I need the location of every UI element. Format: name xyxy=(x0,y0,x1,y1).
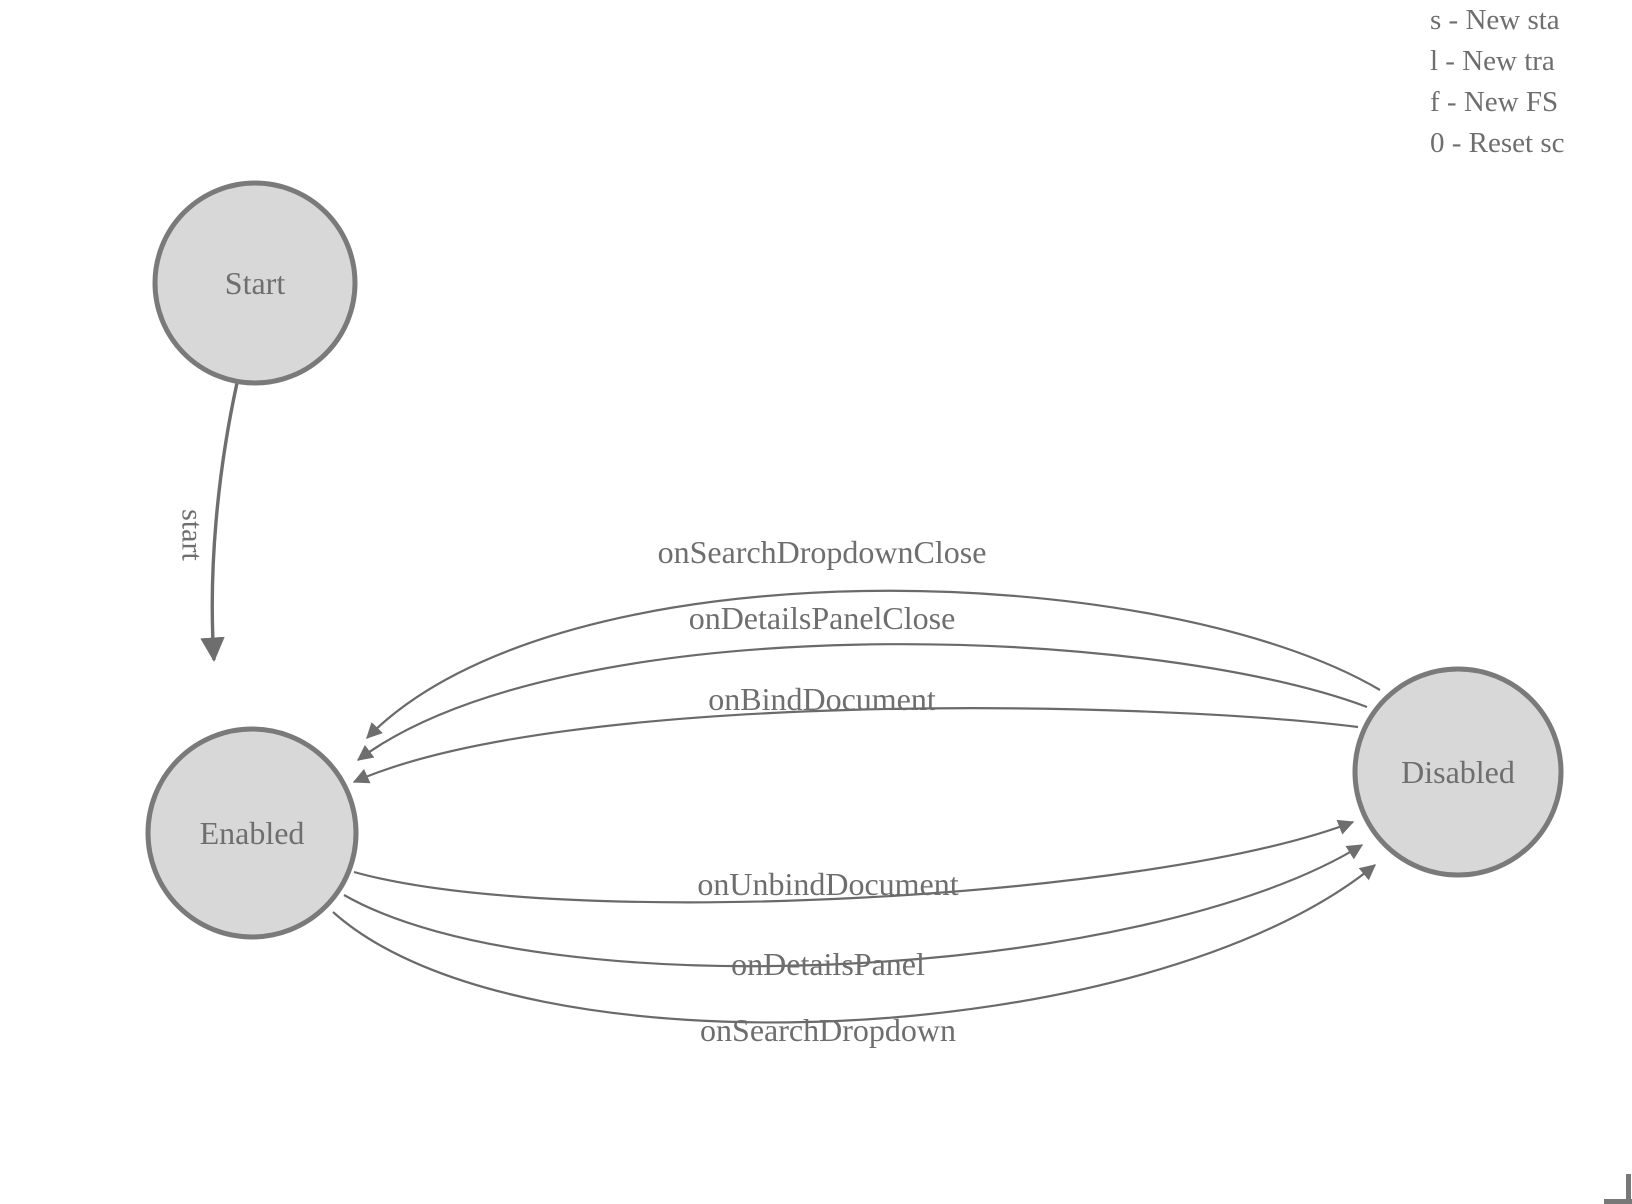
transition-label-ondetailspanel[interactable]: onDetailsPanel xyxy=(731,946,925,982)
state-circle-disabled[interactable] xyxy=(1352,666,1564,878)
state-label-start: Start xyxy=(225,265,286,301)
transition-label-start[interactable]: start xyxy=(176,509,209,561)
edge-enabled-to-disabled-searchdropdown[interactable] xyxy=(332,864,1376,1024)
transition-label-onsearchdropdown[interactable]: onSearchDropdown xyxy=(700,1012,956,1048)
state-node-disabled[interactable]: Disabled xyxy=(1352,666,1564,878)
transition-label-onunbinddocument[interactable]: onUnbindDocument xyxy=(697,866,958,902)
scrollbar-corner[interactable] xyxy=(1604,1174,1632,1204)
state-node-enabled[interactable]: Enabled xyxy=(145,726,359,940)
transition-labels-layer: start onSearchDropdownClose onDetailsPan… xyxy=(176,509,987,1048)
states-layer: Start Enabled Disabled xyxy=(145,180,1564,940)
state-circle-enabled[interactable] xyxy=(145,726,359,940)
edge-disabled-to-enabled-detailspanelclose[interactable] xyxy=(356,643,1368,761)
horizontal-scrollbar-tick[interactable] xyxy=(1604,1199,1632,1204)
state-node-start[interactable]: Start xyxy=(152,180,358,386)
edges-layer xyxy=(200,382,1381,1024)
edge-enabled-to-disabled-detailspanel[interactable] xyxy=(343,844,1364,968)
edge-enabled-to-disabled-unbinddocument[interactable] xyxy=(353,819,1355,904)
state-label-disabled: Disabled xyxy=(1401,754,1515,790)
transition-label-onbinddocument[interactable]: onBindDocument xyxy=(708,681,936,717)
edge-start-to-enabled[interactable] xyxy=(200,382,239,662)
transition-label-ondetailspanelclose[interactable]: onDetailsPanelClose xyxy=(689,600,956,636)
edge-disabled-to-enabled-searchdropdownclose[interactable] xyxy=(366,589,1381,739)
vertical-scrollbar-tick[interactable] xyxy=(1626,1174,1631,1204)
edge-disabled-to-enabled-binddocument[interactable] xyxy=(352,707,1359,784)
state-label-enabled: Enabled xyxy=(200,815,305,851)
state-circle-start[interactable] xyxy=(152,180,358,386)
transition-label-onsearchdropdownclose[interactable]: onSearchDropdownClose xyxy=(658,534,987,570)
